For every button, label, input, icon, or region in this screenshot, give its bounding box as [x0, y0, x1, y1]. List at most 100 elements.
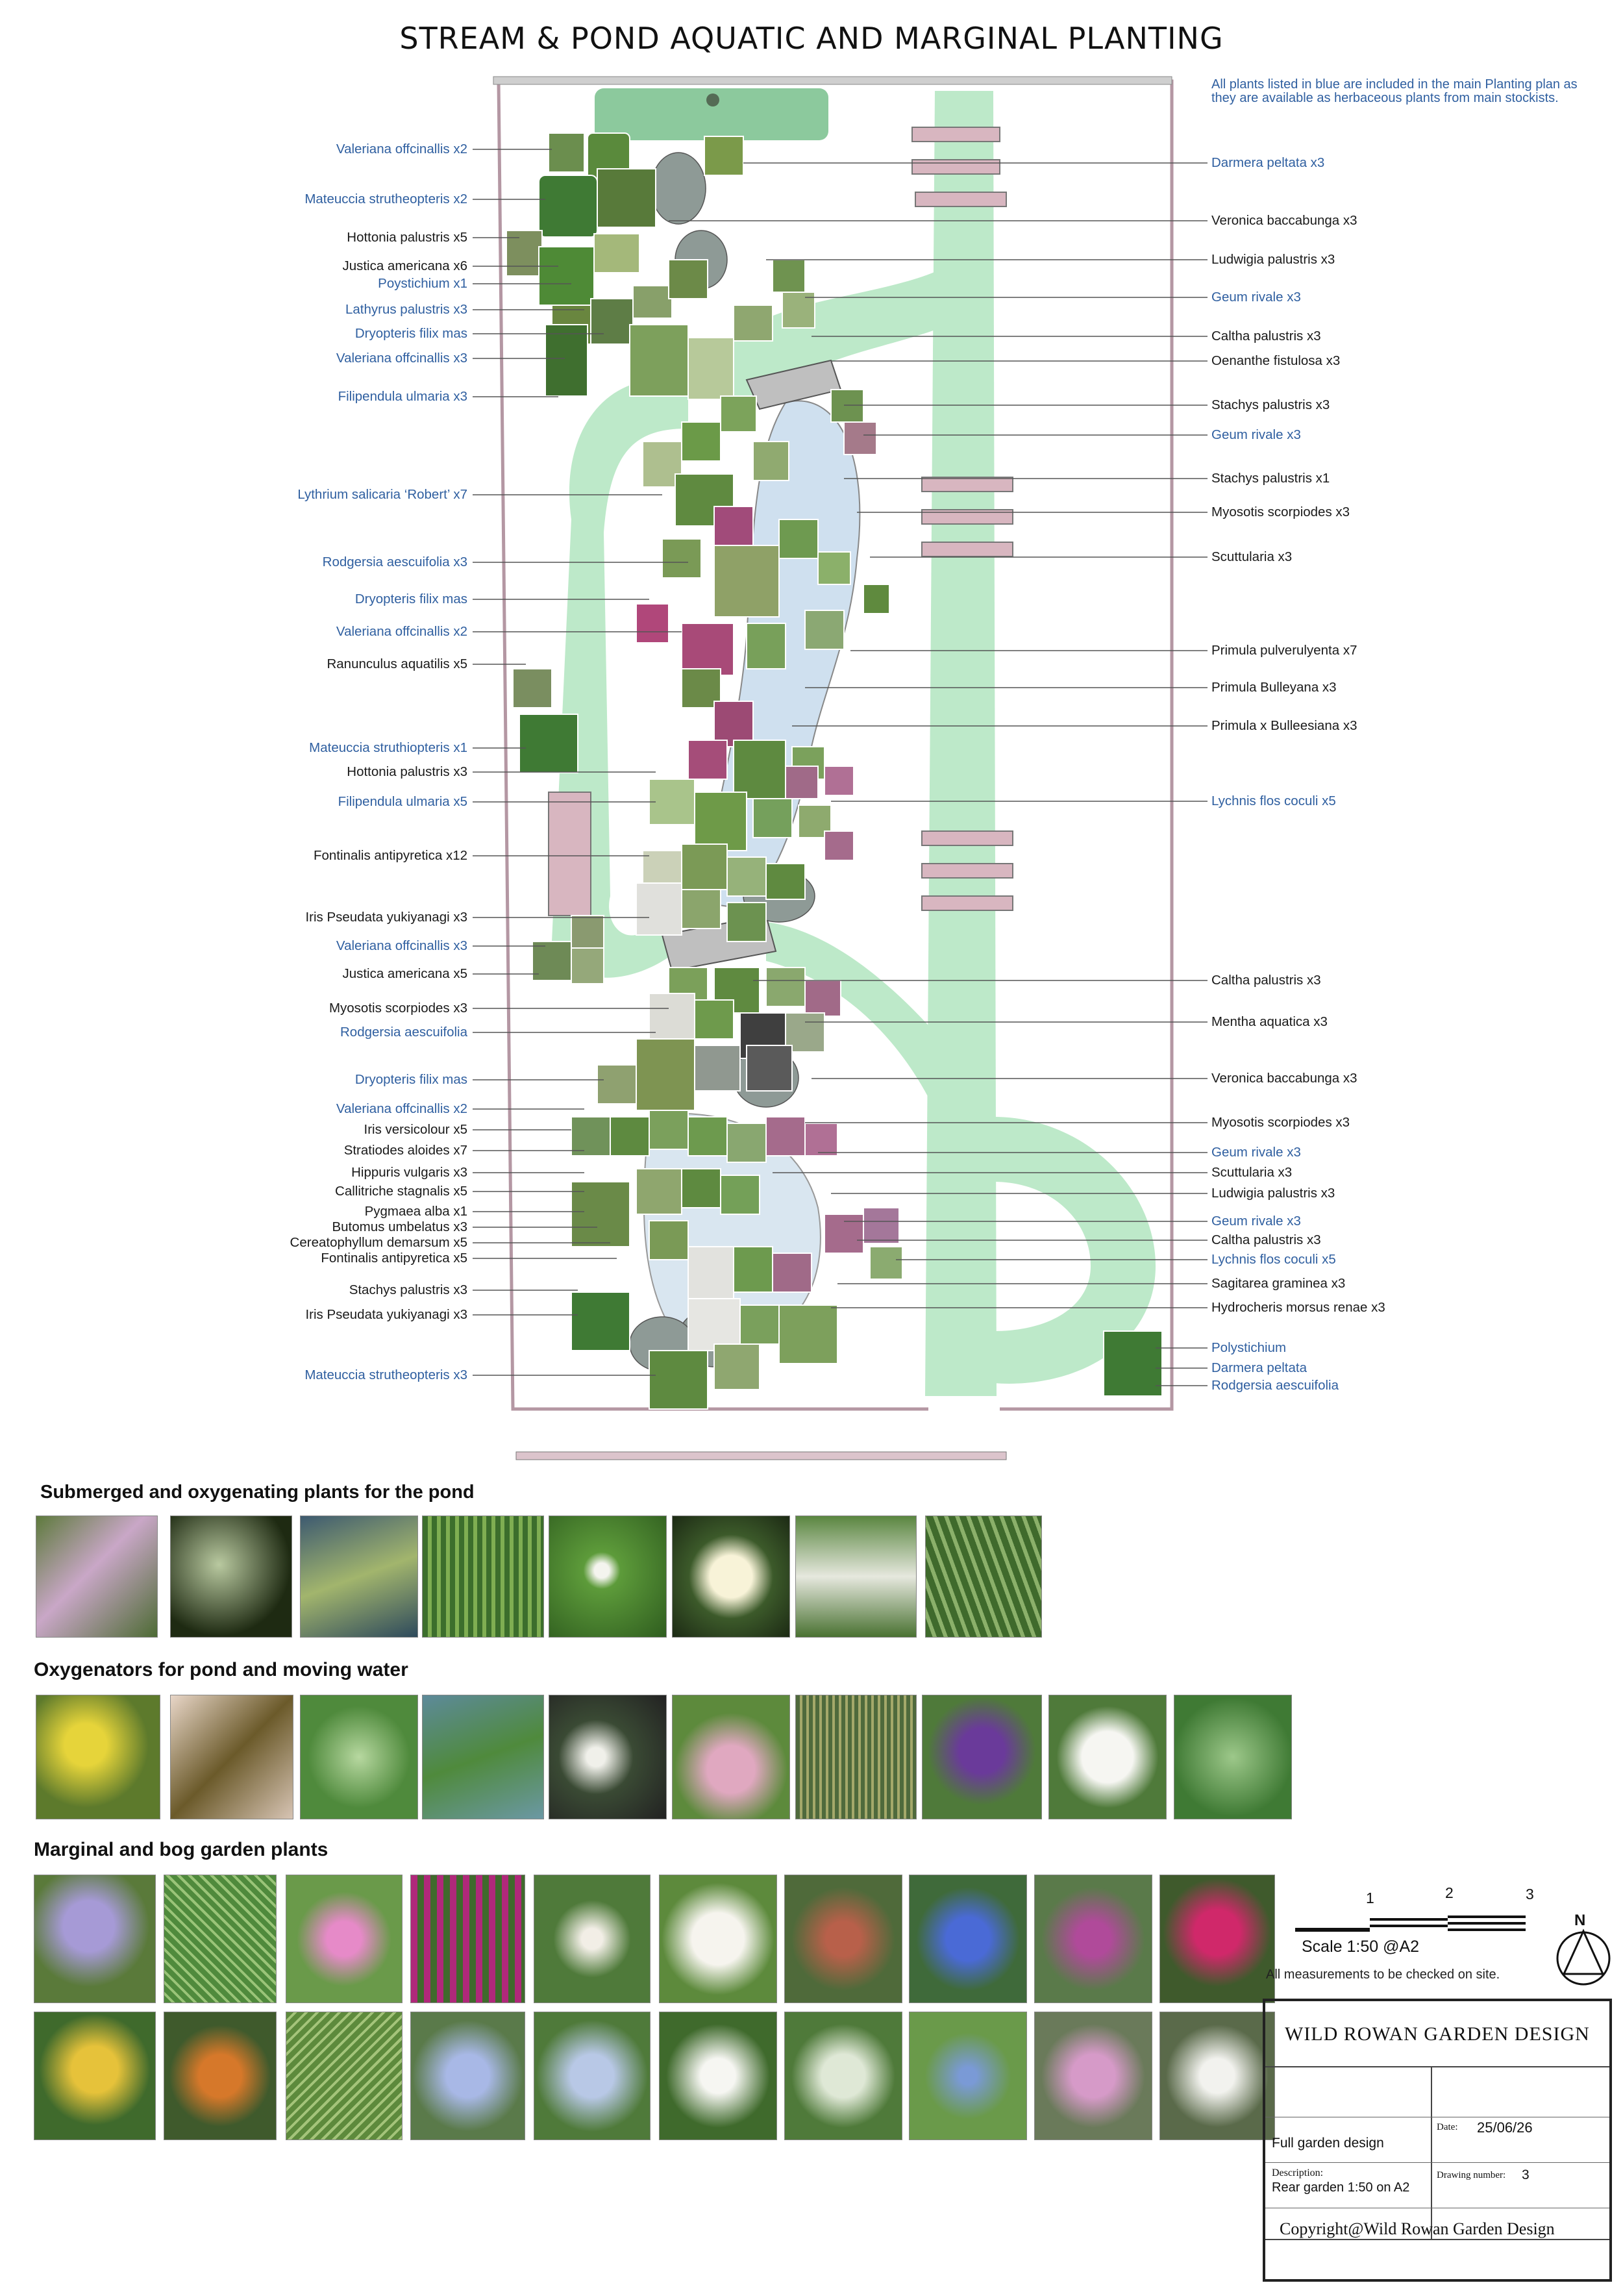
plant-label: Valeriana offcinallis x2 [336, 624, 467, 639]
plant-label: Geum rivale x3 [1211, 1145, 1301, 1160]
stream [925, 91, 997, 1396]
plant-label: Lychnis flos coculi x5 [1211, 1252, 1336, 1267]
drawing-number-value: 3 [1522, 2167, 1530, 2182]
plant-photo [286, 1875, 403, 2003]
stream-lower [766, 922, 935, 1097]
plant-label: Poystichium x1 [378, 276, 467, 291]
plant-photo [34, 2012, 156, 2140]
scale-number-1: 1 [1366, 1890, 1374, 1906]
plant-label: Valeriana offcinallis x2 [336, 1101, 467, 1116]
plant-label: Hottonia palustris x3 [347, 764, 467, 779]
plant-photo [925, 1516, 1042, 1638]
top-bed [595, 88, 828, 140]
plant-photo [1159, 1875, 1275, 2003]
plant-photo [534, 1875, 650, 2003]
plant-label: Iris Pseudata yukiyanagi x3 [305, 910, 467, 925]
scale-label: Scale 1:50 @A2 [1302, 1938, 1420, 1956]
plant-photo [410, 2012, 525, 2140]
plant-label: Filipendula ulmaria x5 [338, 794, 467, 809]
plant-label: Myosotis scorpiodes x3 [328, 1001, 467, 1016]
plant-label: Lythrium salicaria ‘Robert’ x7 [297, 487, 467, 502]
plant-label: Myosotis scorpiodes x3 [1211, 1115, 1350, 1130]
plant-photo [34, 1875, 156, 2003]
plant-photo [170, 1695, 293, 1819]
plant-label: Ludwigia palustris x3 [1211, 1186, 1335, 1201]
plant-photo [36, 1695, 160, 1819]
page-title: STREAM & POND AQUATIC AND MARGINAL PLANT… [399, 21, 1224, 56]
plant-label: Caltha palustris x3 [1211, 973, 1321, 988]
design-title: Full garden design [1272, 2136, 1384, 2151]
north-label: N [1574, 1912, 1586, 1929]
plant-label: Rodgersia aescuifolia [340, 1025, 467, 1040]
section-marginal: Marginal and bog garden plants [34, 1839, 328, 1860]
title-block: WILD ROWAN GARDEN DESIGN Date: 25/06/26 … [1263, 1999, 1612, 2282]
plant-label: Valeriana offcinallis x3 [336, 938, 467, 953]
plant-photo [784, 1875, 902, 2003]
plant-label: Polystichium [1211, 1340, 1287, 1355]
plant-label: Scuttularia x3 [1211, 1165, 1293, 1180]
plant-label: Geum rivale x3 [1211, 1214, 1301, 1229]
plant-label: Primula pulverulyenta x7 [1211, 643, 1357, 658]
plant-label: Butomus umbelatus x3 [332, 1219, 467, 1234]
plant-label: Primula Bulleyana x3 [1211, 680, 1337, 695]
plant-label: Stratiodes aloides x7 [343, 1143, 467, 1158]
plant-label: Stachys palustris x1 [1211, 471, 1330, 486]
plan-note: All plants listed in blue are included i… [1211, 77, 1578, 105]
plant-label: Ludwigia palustris x3 [1211, 252, 1335, 267]
plant-label: Mentha aquatica x3 [1211, 1014, 1328, 1029]
plant-label: Stachys palustris x3 [1211, 397, 1330, 412]
description-value: Rear garden 1:50 on A2 [1272, 2180, 1410, 2195]
section-submerged: Submerged and oxygenating plants for the… [40, 1482, 475, 1503]
plant-photo [795, 1516, 917, 1638]
plant-photo [286, 2012, 403, 2140]
plant-photo [164, 2012, 277, 2140]
plant-label: Mateuccia struthiopteris x1 [309, 740, 467, 755]
plant-label: Primula x Bulleesiana x3 [1211, 718, 1357, 733]
plant-label: Dryopteris filix mas [354, 326, 467, 341]
north-arrow-icon [1556, 1928, 1611, 1986]
plant-label: Justica americana x5 [342, 966, 467, 981]
plant-label: Pygmaea alba x1 [364, 1204, 467, 1219]
date-value: 25/06/26 [1477, 2119, 1533, 2136]
plant-label: Lychnis flos coculi x5 [1211, 793, 1336, 808]
plant-label: Darmera peltata [1211, 1360, 1307, 1375]
plant-photo [1034, 2012, 1152, 2140]
plant-label: Oenanthe fistulosa x3 [1211, 353, 1341, 368]
plant-photo [1174, 1695, 1292, 1819]
copyright: Copyright@Wild Rowan Garden Design [1280, 2219, 1555, 2238]
plant-photo [659, 1875, 777, 2003]
plant-label: Dryopteris filix mas [354, 592, 467, 606]
plant-photo [922, 1695, 1042, 1819]
measurement-note: All measurements to be checked on site. [1266, 1967, 1500, 1982]
plant-label: Geum rivale x3 [1211, 290, 1301, 305]
plant-label: Mateuccia strutheopteris x3 [304, 1367, 467, 1382]
plant-label: Hydrocheris morsus renae x3 [1211, 1300, 1385, 1315]
plant-photo [422, 1516, 544, 1638]
plant-label: Hippuris vulgaris x3 [351, 1165, 467, 1180]
plant-photo [534, 2012, 650, 2140]
scale-number-2: 2 [1445, 1884, 1454, 1901]
plant-label: Scuttularia x3 [1211, 549, 1293, 564]
plant-label: Fontinalis antipyretica x5 [321, 1251, 467, 1266]
plant-photo [795, 1695, 917, 1819]
company-name: WILD ROWAN GARDEN DESIGN [1285, 2023, 1590, 2045]
plant-label: Callitriche stagnalis x5 [335, 1184, 467, 1199]
date-label: Date: [1437, 2122, 1458, 2132]
plant-label: Rodgersia aescuifolia [1211, 1378, 1339, 1393]
plant-label: Cereatophyllum demarsum x5 [290, 1235, 467, 1250]
plant-photo [300, 1695, 418, 1819]
plant-photo [410, 1875, 525, 2003]
plant-photo [1159, 2012, 1275, 2140]
plant-photo [909, 1875, 1027, 2003]
plant-photo [170, 1516, 292, 1638]
plant-photo [672, 1516, 790, 1638]
scale-number-3: 3 [1526, 1886, 1534, 1903]
description-label: Description: [1272, 2167, 1324, 2178]
drawing-number-label: Drawing number: [1437, 2170, 1506, 2180]
plant-label: Justica americana x6 [342, 258, 467, 273]
plant-label: Iris Pseudata yukiyanagi x3 [305, 1307, 467, 1322]
plant-label: Dryopteris filix mas [354, 1072, 467, 1087]
plant-photo [672, 1695, 790, 1819]
plant-photo [164, 1875, 277, 2003]
plant-label: Veronica baccabunga x3 [1211, 213, 1357, 228]
